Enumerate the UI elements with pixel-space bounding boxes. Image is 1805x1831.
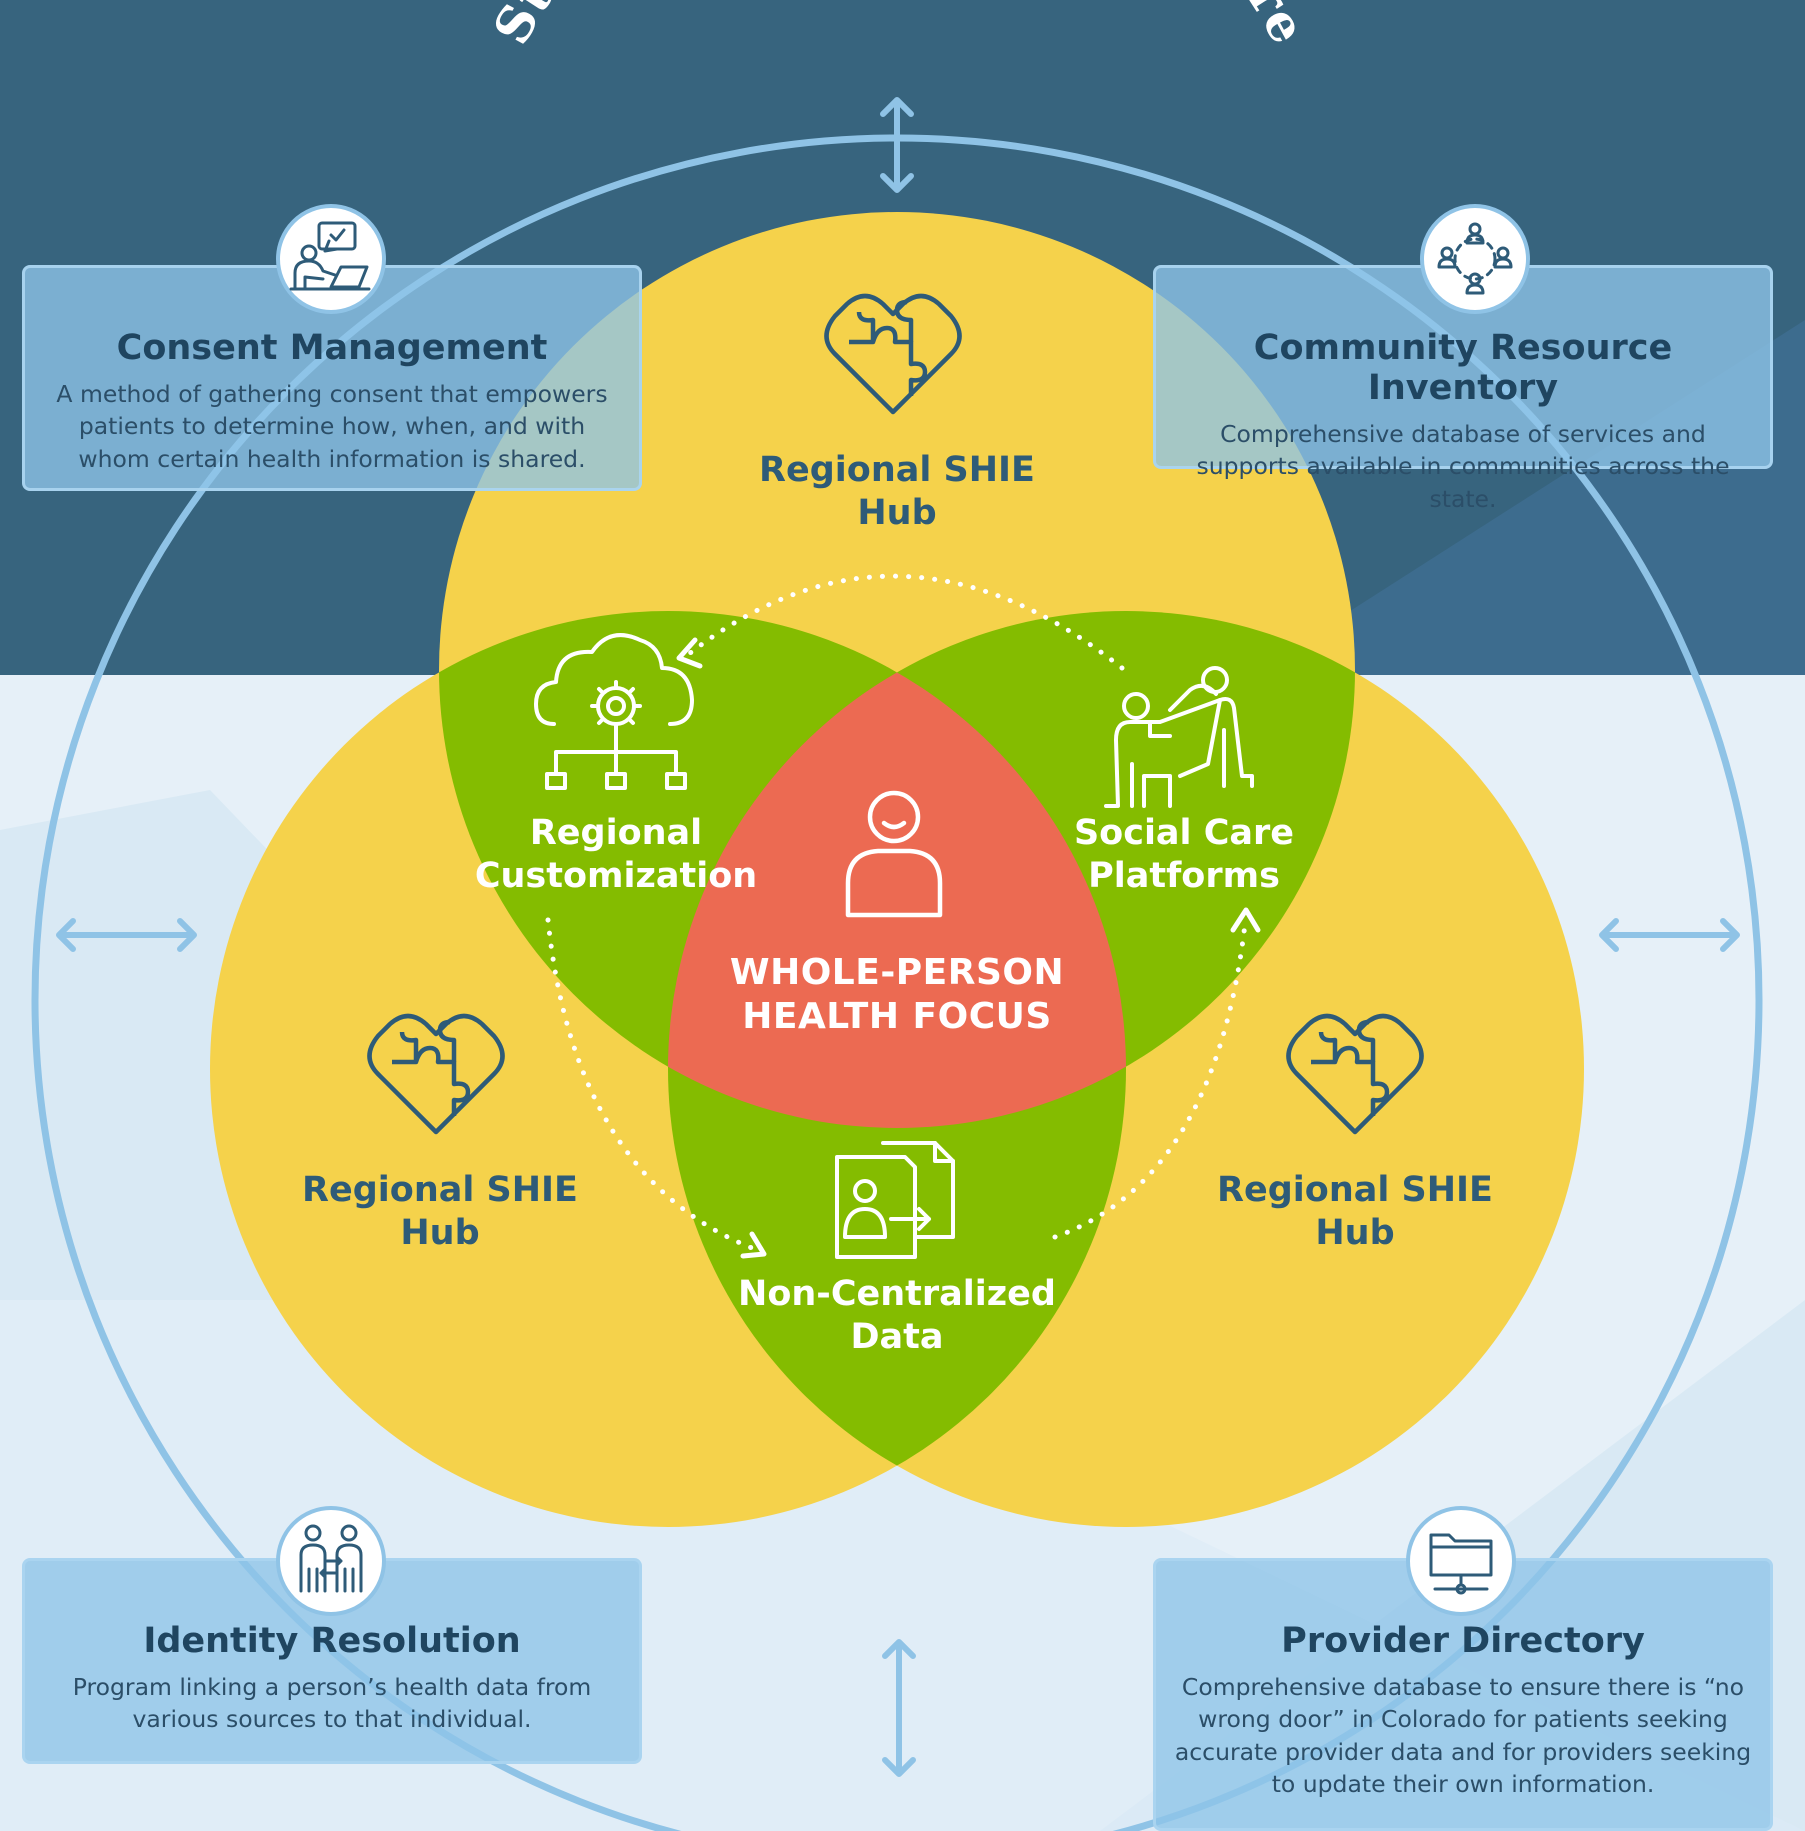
center-label: WHOLE-PERSON HEALTH FOCUS — [729, 952, 1065, 1037]
document-transfer-icon — [835, 1141, 955, 1259]
badge-identity — [276, 1506, 386, 1616]
flow-arrowhead-left — [740, 1231, 767, 1259]
card-community-text: Comprehensive database of services and s… — [1196, 420, 1730, 513]
double-arrow-left — [56, 918, 197, 952]
diagram-title: Statewide Unifying Architecture — [482, 0, 1319, 54]
flow-arrow-left — [545, 917, 760, 1253]
double-arrow-top — [880, 97, 914, 193]
flow-arrowhead-right — [1230, 907, 1261, 933]
overlap-bottom-label: Non-Centralized Data — [738, 1274, 1056, 1357]
person-smile-icon — [845, 790, 943, 918]
double-arrow-bottom — [882, 1639, 916, 1777]
puzzle-heart-icon — [824, 293, 962, 415]
flow-arrow-top — [682, 573, 1125, 671]
puzzle-heart-icon — [367, 1013, 505, 1135]
card-identity-title: Identity Resolution — [143, 1621, 521, 1661]
flow-arrows — [545, 573, 1248, 1253]
hub-left-label: Regional SHIE Hub — [302, 1170, 578, 1253]
flow-arrow-right — [1052, 921, 1248, 1240]
people-network-icon — [1437, 222, 1513, 295]
folder-network-icon — [1429, 1533, 1493, 1595]
person-laptop-chat-icon — [289, 221, 371, 291]
badge-provider — [1406, 1506, 1516, 1616]
cloud-gear-network-icon — [534, 633, 694, 790]
double-arrow-right — [1599, 918, 1740, 952]
hub-top-label: Regional SHIE Hub — [759, 450, 1035, 533]
puzzle-heart-icon — [1286, 1013, 1424, 1135]
card-identity-text: Program linking a person’s health data f… — [72, 1673, 592, 1734]
card-consent-title: Consent Management — [116, 328, 548, 368]
hub-right-label: Regional SHIE Hub — [1217, 1170, 1493, 1253]
overlap-top-left-label: Regional Customization — [474, 813, 758, 896]
flow-arrowhead-top — [676, 637, 703, 669]
badge-consent — [276, 204, 386, 314]
helping-hand-icon — [1104, 666, 1254, 808]
people-exchange-icon — [299, 1524, 363, 1593]
card-community-title: Community Resource Inventory — [1253, 328, 1673, 408]
overlap-top-right-label: Social Care Platforms — [1073, 813, 1295, 896]
card-consent-text: A method of gathering consent that empow… — [56, 380, 608, 473]
card-provider-title: Provider Directory — [1281, 1621, 1645, 1661]
card-provider-text: Comprehensive database to ensure there i… — [1174, 1673, 1752, 1799]
badge-community — [1420, 204, 1530, 314]
